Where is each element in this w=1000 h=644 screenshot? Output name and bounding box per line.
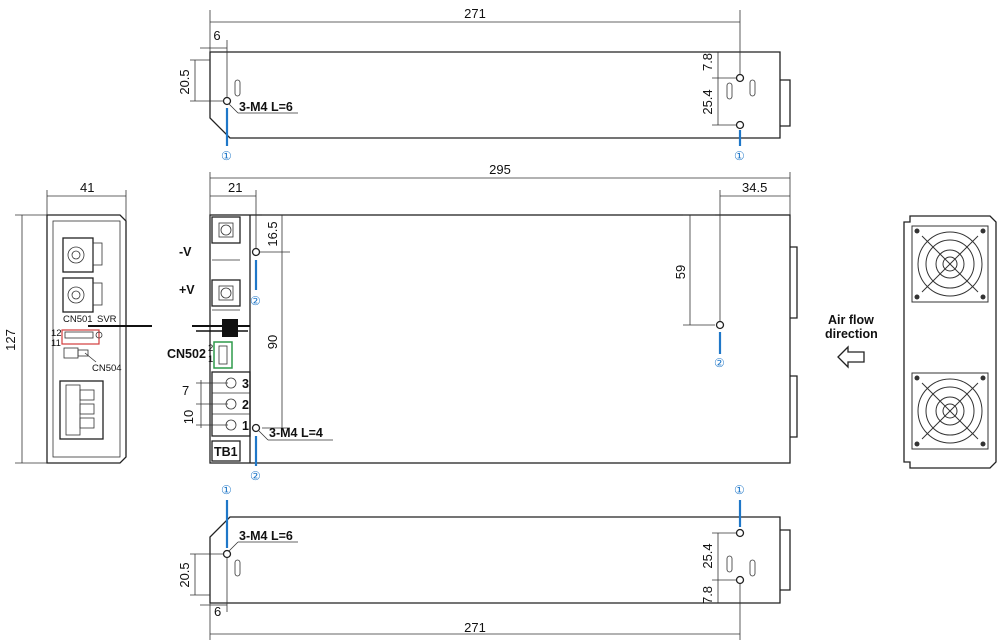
top-view-tab [780,79,791,127]
dim-front-21: 21 [228,180,242,195]
airflow-arrow-icon [837,345,865,369]
bottom-screw-right-1 [735,528,745,538]
airflow-indicator: Air flow direction [825,313,878,369]
dim-top-7-8: 7.8 [700,53,715,71]
top-slot-right-2 [726,82,733,100]
dim-front-16-5: 16.5 [265,221,280,246]
airflow-label-line2: direction [825,327,878,341]
dim-front-90: 90 [265,335,280,349]
connector-cn504 [63,347,79,359]
top-marker-1-right: ① [734,149,745,163]
front-screw-right [715,320,725,330]
cn502-pin-2: 2 [208,343,213,354]
tb1-pin-1: 1 [242,419,249,433]
connector-cn502 [213,341,233,369]
label-cn504: CN504 [92,363,122,374]
side-view: CN501 SVR 12 11 CN504 41 127 [3,180,152,464]
bottom-slot-right-2 [726,555,733,573]
bottom-view: ① ① 3-M4 L=6 20.5 6 25.4 7.8 271 [177,483,791,640]
cn501-pin-11: 11 [51,338,61,349]
bottom-screw-left [222,549,232,559]
dim-tb-pitch-10: 10 [181,410,196,424]
label-cn501: CN501 [63,314,93,325]
dim-front-34-5: 34.5 [742,180,767,195]
front-marker-2-right: ② [714,356,725,370]
bottom-screw-right-2 [735,575,745,585]
front-screw-upper [251,247,261,257]
bottom-slot-left [234,559,241,577]
label-tb1: TB1 [214,445,238,459]
fan-lower-icon [911,372,989,450]
airflow-label-line1: Air flow [828,313,874,327]
terminal-screw-plus-icon [220,287,232,299]
output-terminal-lower [62,277,94,313]
cable-bundle [222,319,238,337]
dim-tb-pitch-7: 7 [182,383,189,398]
fan-upper-icon [911,225,989,303]
front-view: -V +V 2 1 CN502 3 2 1 TB1 7 10 [167,162,798,483]
tb1-pin-3: 3 [242,377,249,391]
cn501-pin-12: 12 [51,328,62,339]
top-screw-right-2 [735,120,745,130]
dim-front-295: 295 [489,162,511,177]
label-plus-v: +V [179,283,195,297]
top-slot-left [234,79,241,97]
bottom-screw-label: 3-M4 L=6 [239,529,293,543]
dim-top-20-5: 20.5 [177,69,192,94]
dim-side-41: 41 [80,180,94,195]
dim-top-25-4: 25.4 [700,89,715,114]
cn502-pin-1: 1 [208,354,213,365]
svr-knob-icon [95,331,103,339]
top-view: 271 6 20.5 7.8 25.4 3-M4 L=6 ① ① [177,6,791,163]
dim-bottom-25-4: 25.4 [700,543,715,568]
dim-top-6: 6 [213,28,220,43]
top-slot-right-1 [749,79,756,97]
top-screw-left [222,96,232,106]
top-view-outline [209,51,781,139]
bottom-slot-right-1 [749,559,756,577]
dim-front-59: 59 [673,265,688,279]
dim-bottom-271: 271 [464,620,486,635]
front-marker-2-lower: ② [250,469,261,483]
terminal-minus-v [211,216,241,244]
top-marker-1-left: ① [221,149,232,163]
top-screw-right-1 [735,73,745,83]
bottom-marker-1-right: ① [734,483,745,497]
front-view-outline [209,214,791,464]
bottom-view-tab [780,529,791,591]
dim-bottom-20-5: 20.5 [177,562,192,587]
front-screw-lower [251,423,261,433]
dim-top-271: 271 [464,6,486,21]
dim-side-127: 127 [3,329,18,351]
bottom-view-outline [209,516,781,604]
bottom-marker-1-left: ① [221,483,232,497]
front-marker-2-upper: ② [250,294,261,308]
dim-bottom-7-8: 7.8 [700,586,715,604]
input-terminal-block [59,380,104,440]
fan-view-outline [903,215,997,469]
label-cn502: CN502 [167,347,206,361]
dim-bottom-6: 6 [214,604,221,619]
tb1-pin-2: 2 [242,398,249,412]
fan-view [903,215,997,469]
label-svr: SVR [97,314,117,325]
front-tab-lower [790,375,798,438]
connector-cn501 [61,329,100,345]
terminal-screw-minus-icon [220,224,232,236]
label-minus-v: -V [179,245,192,259]
output-terminal-upper [62,237,94,273]
terminal-plus-v [211,279,241,307]
front-screw-label: 3-M4 L=4 [269,426,323,440]
front-tab-upper [790,246,798,319]
top-screw-label: 3-M4 L=6 [239,100,293,114]
